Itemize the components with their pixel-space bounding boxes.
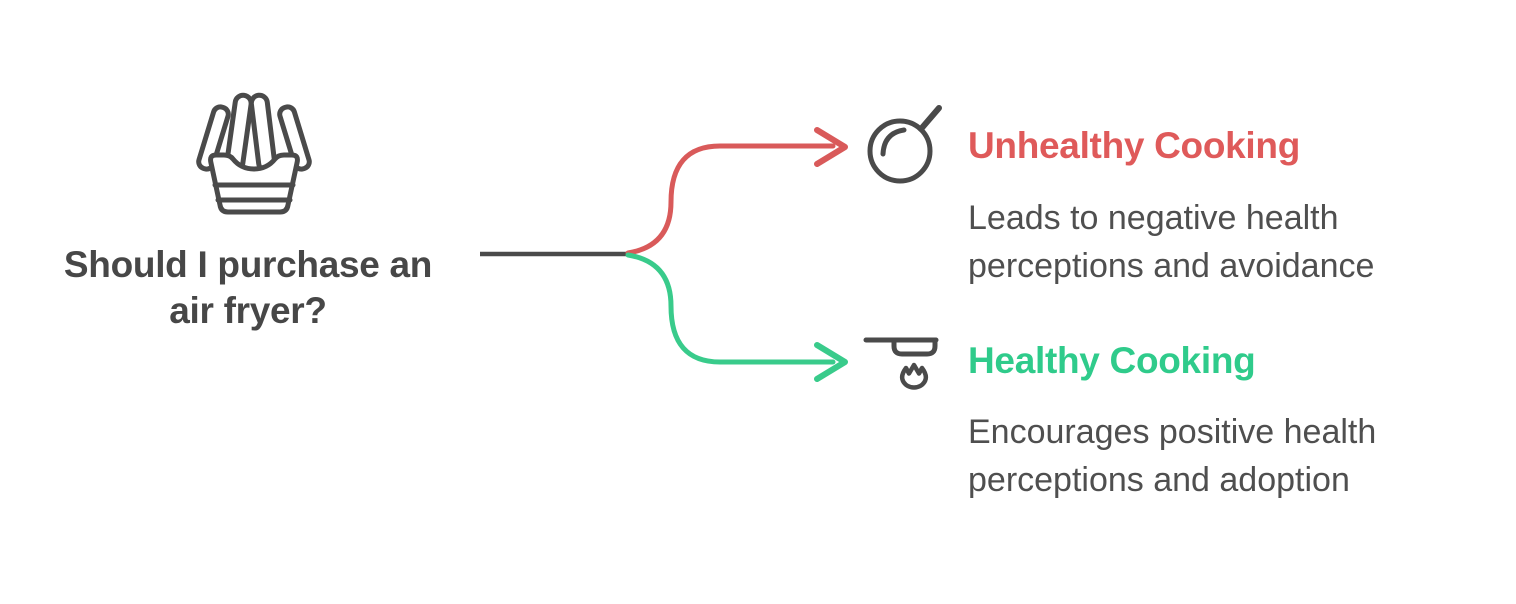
pan-body <box>891 337 938 357</box>
frying-pan-icon <box>867 105 942 184</box>
pan-over-flame-icon <box>863 337 939 390</box>
healthy-branch-description: Encourages positive health perceptions a… <box>968 413 1377 499</box>
unhealthy-branch-label: Unhealthy Cooking <box>968 125 1301 166</box>
unhealthy-arrow-head <box>814 127 848 167</box>
french-fries-icon <box>196 92 312 215</box>
flame <box>899 362 929 390</box>
pan-handle <box>918 105 942 132</box>
unhealthy-branch-curve <box>625 143 836 256</box>
fry-stick <box>277 104 312 172</box>
pan-body <box>867 118 933 184</box>
fry-stick <box>196 104 231 172</box>
unhealthy-branch-description: Leads to negative health perceptions and… <box>968 199 1375 285</box>
healthy-branch-curve <box>625 252 836 365</box>
root-question-line-2: air fryer? <box>169 290 327 331</box>
root-question-line-1: Should I purchase an <box>63 244 433 285</box>
root-question-title: Should I purchase an air fryer? <box>20 242 476 334</box>
healthy-branch-label: Healthy Cooking <box>968 340 1256 381</box>
healthy-arrow-head <box>814 342 848 382</box>
pan-inner-rim <box>880 127 907 157</box>
